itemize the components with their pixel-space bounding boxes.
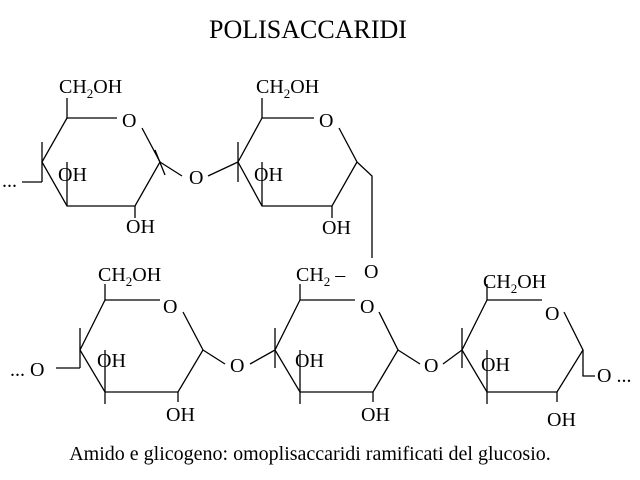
glucose-ring-top-right: CH2OH O OH OH: [237, 76, 373, 258]
ch2oh-label: CH2OH: [98, 264, 161, 289]
bridge-oxygen-label: O: [424, 355, 438, 377]
ring-bonds: [274, 299, 399, 393]
oh-label: OH: [166, 404, 195, 426]
oxygen-ellipsis-label: O ...: [597, 365, 631, 387]
oh-label: OH: [481, 354, 510, 376]
oh-label: OH: [295, 350, 324, 372]
oh-label: OH: [547, 409, 576, 431]
ring-bonds: [237, 117, 358, 207]
oh-label: OH: [58, 164, 87, 186]
glycosidic-bond: [159, 161, 183, 177]
ring-oxygen-label: O: [545, 303, 559, 325]
glycosidic-bond: [249, 349, 276, 365]
glycosidic-bond: [397, 349, 421, 365]
ch2oh-label: CH2OH: [59, 76, 122, 101]
bridge-oxygen-label: O: [230, 355, 244, 377]
ring-oxygen-label: O: [163, 296, 177, 318]
glucose-ring-bottom-middle: CH2 – O OH OH: [274, 264, 421, 426]
ring-bonds: [41, 117, 161, 207]
bridge-oxygen-label: O: [189, 167, 203, 189]
glycosidic-bond: [202, 349, 226, 365]
glucose-ring-bottom-left: CH2OH O OH OH ... O: [10, 264, 226, 426]
oh-label: OH: [254, 164, 283, 186]
glucose-ring-bottom-right: CH2OH O OH OH O ...: [461, 271, 631, 431]
ellipsis-oxygen-label: ... O: [10, 359, 44, 381]
oh-label: OH: [322, 217, 351, 239]
glycosidic-bond: [442, 349, 463, 365]
ch2-label: CH2 –: [296, 264, 346, 289]
glycosidic-bond: [207, 161, 239, 177]
branch-oxygen-label: O: [364, 261, 378, 283]
ring-oxygen-label: O: [319, 110, 333, 132]
ch2oh-label: CH2OH: [256, 76, 319, 101]
ring-bonds: [461, 299, 584, 393]
ring-bonds: [79, 299, 204, 393]
ring-oxygen-label: O: [122, 110, 136, 132]
ch2oh-label: CH2OH: [483, 271, 546, 296]
diagram-title: POLISACCARIDI: [209, 15, 407, 44]
glucose-ring-top-left: CH2OH O OH OH ...: [2, 76, 183, 238]
ellipsis-label: ...: [2, 170, 17, 192]
branch-bond: [356, 161, 373, 258]
chain-bond: [582, 350, 595, 377]
ring-oxygen-label: O: [360, 296, 374, 318]
oh-label: OH: [97, 350, 126, 372]
diagram-caption: Amido e glicogeno: omoplisaccaridi ramif…: [69, 443, 551, 465]
oh-label: OH: [361, 404, 390, 426]
oh-label: OH: [126, 216, 155, 238]
